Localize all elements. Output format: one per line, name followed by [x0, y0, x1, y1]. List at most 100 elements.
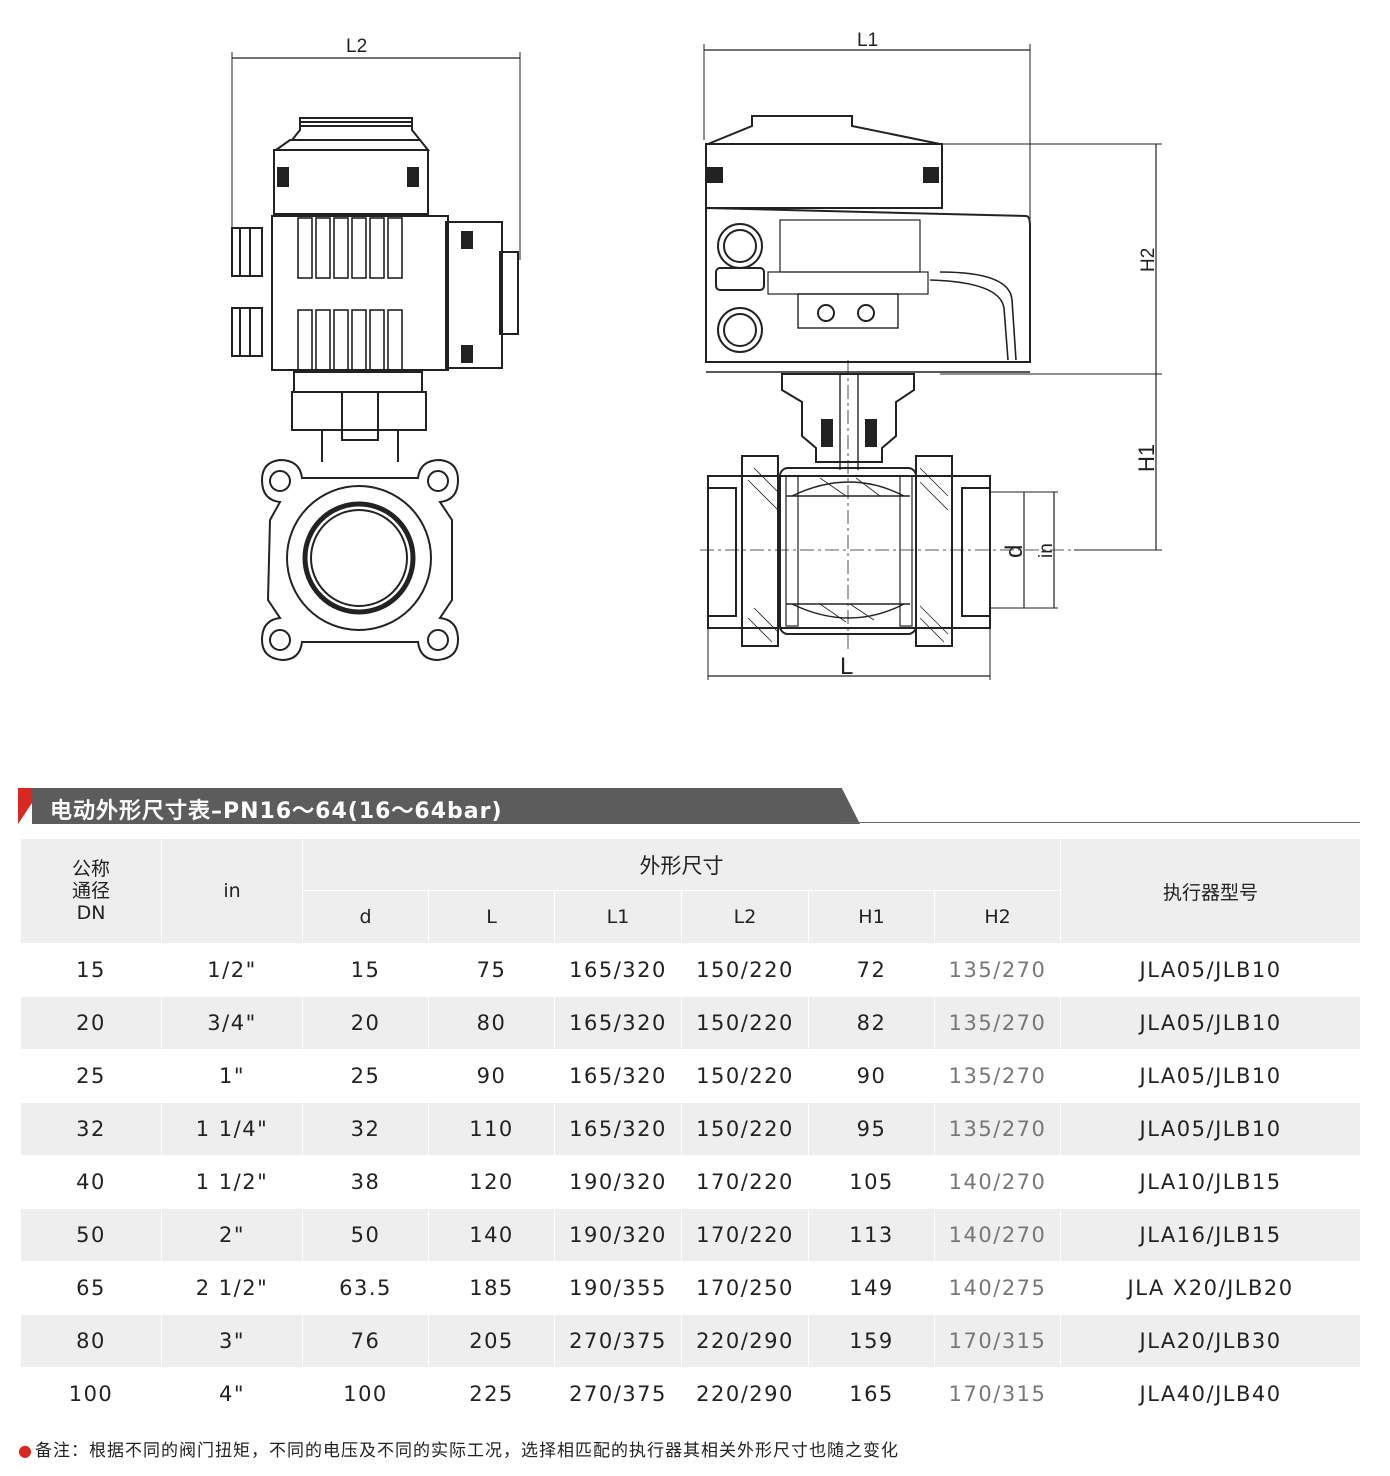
cell-l1: 165/320: [554, 943, 682, 997]
cell-in: 1": [161, 1049, 303, 1103]
cell-l1: 165/320: [554, 1049, 682, 1103]
cell-h2: 140/275: [933, 1261, 1062, 1315]
cell-d: 32: [302, 1102, 429, 1156]
cell-h2: 140/270: [933, 1155, 1062, 1209]
cell-h1: 72: [808, 943, 935, 997]
cell-in: 2 1/2": [161, 1261, 303, 1315]
cell-d: 25: [302, 1049, 429, 1103]
footnote: ●备注：根据不同的阀门扭矩，不同的电压及不同的实际工况，选择相匹配的执行器其相关…: [18, 1436, 899, 1461]
cell-h1: 82: [808, 996, 935, 1050]
cell-d: 20: [302, 996, 429, 1050]
cell-model: JLA05/JLB10: [1060, 1102, 1362, 1156]
header-dn: 公称 通径 DN: [20, 838, 162, 944]
cell-l: 205: [428, 1314, 555, 1368]
cell-d: 50: [302, 1208, 429, 1262]
bullet-icon: ●: [18, 1441, 33, 1460]
cell-l: 185: [428, 1261, 555, 1315]
cell-l: 120: [428, 1155, 555, 1209]
cell-l2: 170/220: [681, 1208, 809, 1262]
cell-model: JLA05/JLB10: [1060, 996, 1362, 1050]
cell-l1: 165/320: [554, 996, 682, 1050]
cell-dn: 50: [20, 1208, 162, 1262]
cell-h2: 135/270: [933, 996, 1062, 1050]
cell-d: 15: [302, 943, 429, 997]
cell-dn: 25: [20, 1049, 162, 1103]
cell-d: 38: [302, 1155, 429, 1209]
header-in: in: [161, 838, 303, 944]
cell-dn: 65: [20, 1261, 162, 1315]
cell-l2: 220/290: [681, 1367, 809, 1421]
label-in: in: [1036, 543, 1057, 558]
cell-model: JLA05/JLB10: [1060, 1049, 1362, 1103]
side-view-drawing: [231, 52, 521, 662]
cell-l2: 150/220: [681, 1049, 809, 1103]
cell-dn: 80: [20, 1314, 162, 1368]
cell-l1: 190/320: [554, 1155, 682, 1209]
cell-in: 1 1/2": [161, 1155, 303, 1209]
header-dn-line2: 通径: [71, 880, 110, 902]
cell-h1: 95: [808, 1102, 935, 1156]
header-L1: L1: [554, 890, 682, 944]
dimension-table: 公称 通径 DN in 外形尺寸 执行器型号 d L L1 L2 H1 H2 1…: [20, 838, 1362, 1421]
cell-in: 3/4": [161, 996, 303, 1050]
cell-l: 90: [428, 1049, 555, 1103]
header-H1: H1: [808, 890, 935, 944]
cell-h1: 90: [808, 1049, 935, 1103]
cell-l1: 270/375: [554, 1367, 682, 1421]
cell-h1: 113: [808, 1208, 935, 1262]
header-dn-line3: DN: [76, 902, 106, 924]
cell-h2: 135/270: [933, 1049, 1062, 1103]
cell-l1: 165/320: [554, 1102, 682, 1156]
header-d: d: [302, 890, 429, 944]
cell-dn: 40: [20, 1155, 162, 1209]
cell-h2: 140/270: [933, 1208, 1062, 1262]
cell-h1: 165: [808, 1367, 935, 1421]
cell-l2: 150/220: [681, 996, 809, 1050]
cell-l2: 220/290: [681, 1314, 809, 1368]
label-L1: L1: [857, 30, 878, 51]
cell-dn: 15: [20, 943, 162, 997]
cell-dn: 100: [20, 1367, 162, 1421]
technical-drawings: L2 L1 H2 H1 d in L: [231, 30, 1162, 680]
cell-h2: 170/315: [933, 1367, 1062, 1421]
cell-in: 1 1/4": [161, 1102, 303, 1156]
title-underline: [838, 822, 1360, 823]
cell-in: 3": [161, 1314, 303, 1368]
header-H2: H2: [933, 890, 1062, 944]
cell-l: 80: [428, 996, 555, 1050]
front-view-drawing: [700, 44, 1162, 680]
cell-l2: 170/250: [681, 1261, 809, 1315]
label-d: d: [1001, 545, 1028, 558]
cell-l1: 270/375: [554, 1314, 682, 1368]
cell-l: 75: [428, 943, 555, 997]
cell-h1: 159: [808, 1314, 935, 1368]
cell-in: 2": [161, 1208, 303, 1262]
cell-h1: 105: [808, 1155, 935, 1209]
footnote-text: 备注：根据不同的阀门扭矩，不同的电压及不同的实际工况，选择相匹配的执行器其相关外…: [34, 1441, 899, 1461]
cell-h1: 149: [808, 1261, 935, 1315]
header-model: 执行器型号: [1060, 838, 1362, 944]
cell-l2: 170/220: [681, 1155, 809, 1209]
cell-h2: 135/270: [933, 1102, 1062, 1156]
cell-l1: 190/320: [554, 1208, 682, 1262]
cell-in: 1/2": [161, 943, 303, 997]
table-title-bar: 电动外形尺寸表–PN16～64(16～64bar): [18, 788, 1360, 824]
cell-model: JLA05/JLB10: [1060, 943, 1362, 997]
cell-l1: 190/355: [554, 1261, 682, 1315]
cell-in: 4": [161, 1367, 303, 1421]
header-dn-line1: 公称: [71, 858, 110, 880]
title-background: [32, 788, 860, 824]
cell-h2: 170/315: [933, 1314, 1062, 1368]
cell-dn: 32: [20, 1102, 162, 1156]
header-dimensions: 外形尺寸: [301, 838, 1062, 891]
cell-l2: 150/220: [681, 943, 809, 997]
header-L: L: [428, 890, 555, 944]
